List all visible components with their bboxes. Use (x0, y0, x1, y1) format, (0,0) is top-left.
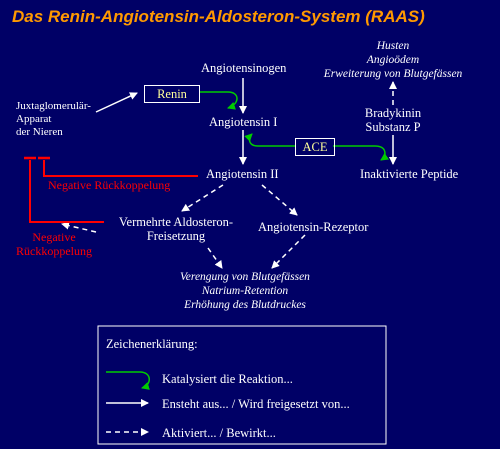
bradykinin-line-2: Substanz P (365, 120, 421, 134)
inner-feedback-label: Negative Rückkoppelung (48, 178, 171, 192)
juxta-line-2: Apparat (16, 113, 52, 125)
angiotensin-1-label: Angiotensin I (209, 115, 278, 129)
outcome-vasoconstriction: Verengung von Blutgefässen (180, 271, 310, 283)
aldosterone-release-label: Vermehrte Aldosteron- Freisetzung (110, 215, 242, 243)
legend-box (97, 325, 387, 445)
ang2-to-receptor-arrow (261, 184, 298, 216)
outcome-sodium-retention: Natrium-Retention (201, 285, 289, 297)
legend-heading: Zeichenerklärung: (106, 337, 198, 351)
ang2-to-aldosterone-arrow (181, 184, 224, 212)
legend-produces-label: Ensteht aus... / Wird freigesetzt von... (162, 397, 350, 411)
juxtaglomerular-label: Juxtaglomerulär- Apparat der Nieren (16, 100, 106, 139)
outer-feedback-line (29, 160, 104, 223)
outer-feedback-label: Negative Rückkoppelung (14, 230, 94, 258)
angiotensin-2-label: Angiotensin II (206, 167, 279, 181)
effect-vasodilation: Erweiterung von Blutgefässen (323, 68, 463, 80)
ace-box: ACE (295, 138, 335, 156)
outcome-effects: Verengung von Blutgefässen Natrium-Reten… (160, 270, 330, 312)
juxta-line-3: der Nieren (16, 126, 63, 138)
aldosterone-to-outcome-arrow (61, 221, 97, 233)
receptor-to-outcome-arrow (271, 234, 306, 269)
bradykinin-effects: Husten Angioödem Erweiterung von Blutgef… (318, 39, 468, 81)
aldosterone-line-1: Vermehrte Aldosteron- (118, 215, 234, 229)
aldosterone-down-arrow (207, 247, 223, 269)
effect-cough: Husten (376, 40, 410, 52)
ace-catalysis-right-arrow (333, 145, 390, 161)
aldosterone-line-2: Freisetzung (146, 229, 206, 243)
legend-catalyzes-label: Katalysiert die Reaktion... (162, 372, 293, 386)
legend-activates-label: Aktiviert... / Bewirkt... (162, 426, 276, 440)
legend-catalysis-icon (106, 371, 150, 390)
bradykinin-line-1: Bradykinin (364, 106, 422, 120)
juxta-line-1: Juxtaglomerulär- (16, 100, 91, 112)
outer-feedback-line-2: Rückkoppelung (16, 244, 92, 258)
outcome-blood-pressure: Erhöhung des Blutdruckes (184, 299, 306, 311)
outer-feedback-line-1: Negative (32, 230, 76, 244)
diagram-title: Das Renin-Angiotensin-Aldosteron-System … (12, 7, 425, 26)
effect-angioedema: Angioödem (366, 54, 420, 66)
inactive-peptides-label: Inaktivierte Peptide (360, 167, 459, 181)
juxta-to-renin-arrow (95, 92, 138, 113)
inner-feedback-line (43, 160, 198, 177)
angiotensinogen-label: Angiotensinogen (201, 61, 287, 75)
ace-catalysis-left-arrow (244, 133, 295, 147)
angiotensin-receptor-label: Angiotensin-Rezeptor (258, 220, 369, 234)
bradykinin-label: Bradykinin Substanz P (354, 106, 432, 134)
renin-box: Renin (144, 85, 200, 103)
renin-catalysis-arrow (200, 91, 238, 110)
